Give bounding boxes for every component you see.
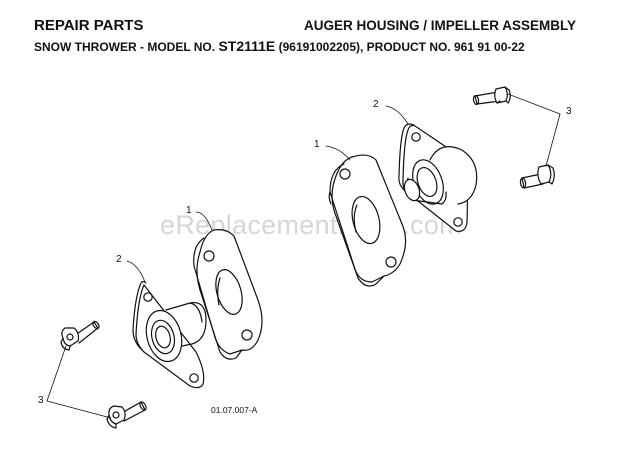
leader-bolt-left-bottom (46, 400, 112, 419)
flange-bearing-left (132, 280, 207, 389)
callout-bolts-right: 3 (566, 106, 572, 117)
model-subtitle: SNOW THROWER - MODEL NO. ST2111E (961910… (34, 38, 525, 54)
bolt-right-top (472, 86, 511, 106)
subtitle-suffix: (96191002205), PRODUCT NO. 961 91 00-22 (275, 40, 525, 54)
drawing-code: 01.07.007-A (211, 405, 258, 415)
leader-spacer-right (325, 145, 351, 161)
flange-bearing-right (398, 123, 478, 232)
leader-bolt-right-top (507, 93, 561, 115)
spacer-plate-left (193, 229, 263, 360)
callout-bearing-left: 2 (116, 254, 122, 265)
leader-bolt-left-top (46, 345, 67, 402)
page-title: REPAIR PARTS (34, 17, 144, 34)
leader-bolt-right-bottom (545, 113, 561, 167)
bolt-left-bottom (106, 401, 147, 429)
spacer-plate-right (328, 154, 407, 287)
leader-spacer-left (195, 211, 213, 231)
leader-bearing-left (126, 260, 146, 283)
model-number: ST2111E (218, 38, 276, 54)
callout-bolts-left: 3 (38, 395, 44, 406)
callout-bearing-right: 2 (373, 99, 379, 110)
callout-spacer-left: 1 (186, 205, 192, 216)
bolt-right-bottom (519, 164, 555, 189)
bolt-left-top (60, 320, 100, 351)
callout-spacer-right: 1 (314, 139, 320, 150)
leader-bearing-right (385, 105, 409, 125)
leader-lines (46, 93, 561, 419)
subtitle-prefix: SNOW THROWER - MODEL NO. (34, 40, 219, 54)
section-title: AUGER HOUSING / IMPELLER ASSEMBLY (304, 18, 577, 33)
